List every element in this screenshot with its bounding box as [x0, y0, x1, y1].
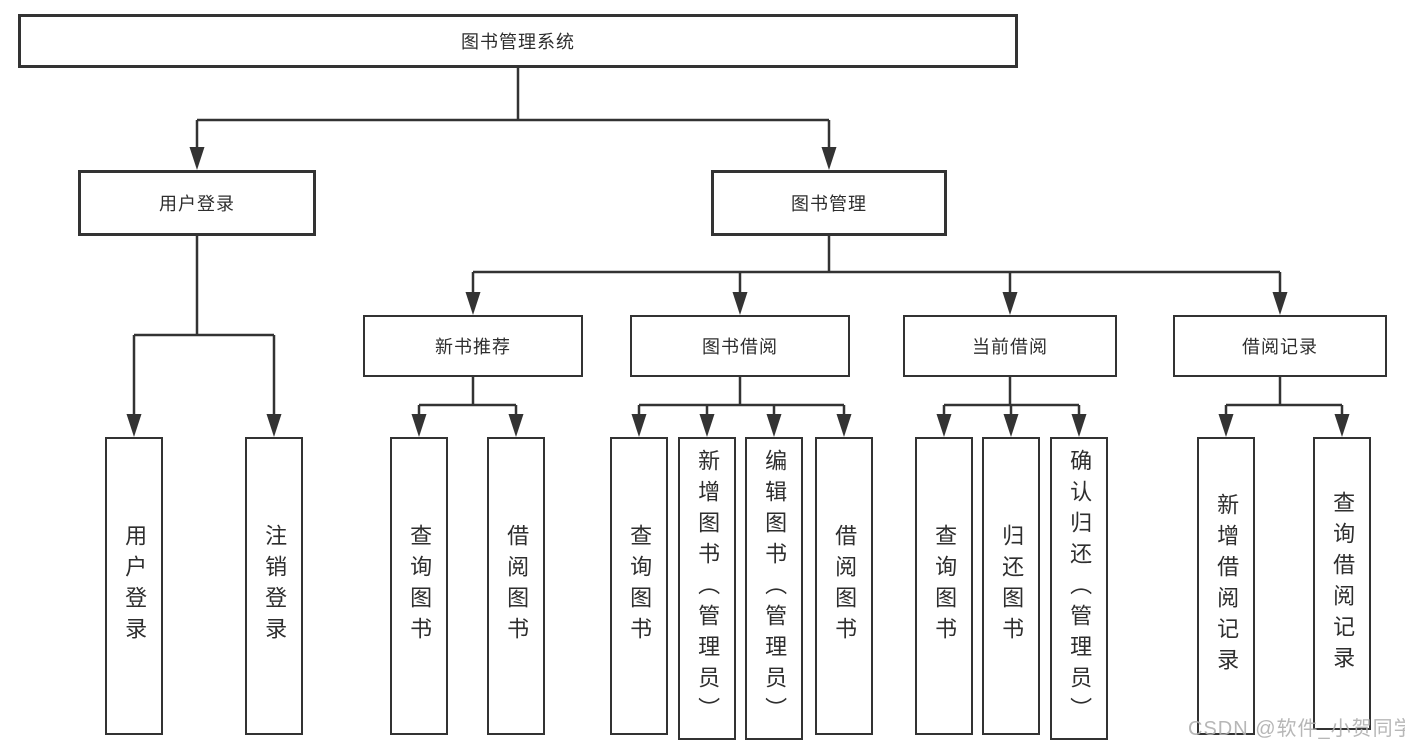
leaf-return-books: 归还图书 — [982, 437, 1040, 735]
leaf-add-book-admin: 新增图书（管理员） — [678, 437, 736, 740]
node-label: 当前借阅 — [972, 337, 1048, 357]
node-label: 新增借阅记录 — [1214, 493, 1240, 679]
leaf-add-borrow-record: 新增借阅记录 — [1197, 437, 1255, 735]
node-book-borrow: 图书借阅 — [630, 315, 850, 377]
node-new-book-recommend: 新书推荐 — [363, 315, 583, 377]
node-label: 用户登录 — [159, 194, 235, 214]
node-current-borrow: 当前借阅 — [903, 315, 1117, 377]
leaf-confirm-return-admin: 确认归还（管理员） — [1050, 437, 1108, 740]
node-label: 借阅记录 — [1242, 337, 1318, 357]
node-label: 查询借阅记录 — [1330, 490, 1356, 677]
node-label: 注销登录 — [262, 524, 288, 648]
leaf-logout: 注销登录 — [245, 437, 303, 735]
node-label: 借阅图书 — [832, 524, 858, 648]
leaf-user-login: 用户登录 — [105, 437, 163, 735]
node-label: 图书借阅 — [702, 337, 778, 357]
leaf-borrow-books-recommend: 借阅图书 — [487, 437, 545, 735]
node-label: 查询图书 — [407, 524, 433, 648]
leaf-query-books-borrow: 查询图书 — [610, 437, 668, 735]
node-label: 查询图书 — [627, 524, 653, 648]
node-root-library-system: 图书管理系统 — [18, 14, 1018, 68]
node-label: 图书管理系统 — [461, 32, 575, 52]
node-label: 新增图书（管理员） — [695, 449, 721, 728]
node-borrow-records: 借阅记录 — [1173, 315, 1387, 377]
node-label: 归还图书 — [999, 524, 1025, 648]
leaf-borrow-books-2: 借阅图书 — [815, 437, 873, 735]
leaf-query-books-current: 查询图书 — [915, 437, 973, 735]
csdn-watermark: CSDN @软件_小贺同学 — [1188, 718, 1405, 740]
node-label: 借阅图书 — [504, 524, 530, 648]
node-label: 图书管理 — [791, 194, 867, 214]
node-label: 确认归还（管理员） — [1067, 449, 1093, 728]
node-label: 用户登录 — [122, 524, 148, 648]
leaf-query-borrow-record: 查询借阅记录 — [1313, 437, 1371, 730]
node-label: 查询图书 — [932, 524, 958, 648]
leaf-query-books-recommend: 查询图书 — [390, 437, 448, 735]
node-label: 新书推荐 — [435, 337, 511, 357]
node-user-login: 用户登录 — [78, 170, 316, 236]
leaf-edit-book-admin: 编辑图书（管理员） — [745, 437, 803, 740]
node-book-management: 图书管理 — [711, 170, 947, 236]
node-label: 编辑图书（管理员） — [762, 449, 788, 728]
